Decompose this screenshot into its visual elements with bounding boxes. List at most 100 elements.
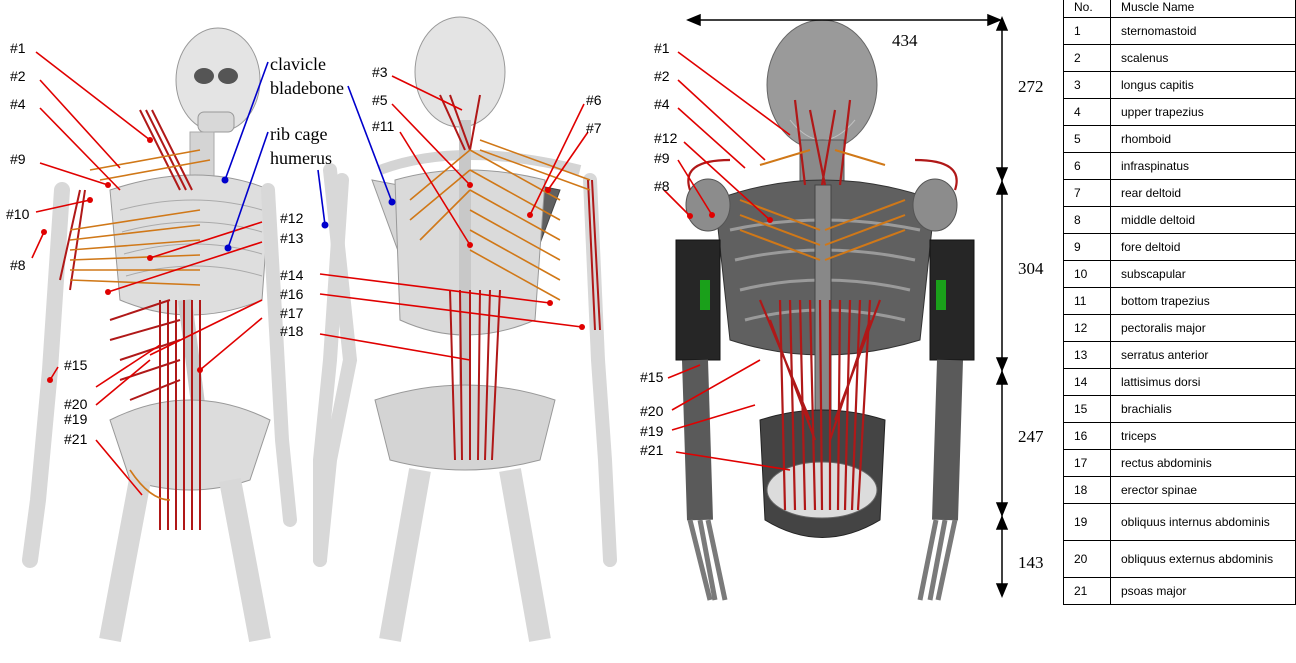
label-front-13: #13 <box>280 230 304 246</box>
table-row: 1sternomastoid <box>1064 18 1296 45</box>
muscle-name: bottom trapezius <box>1111 288 1296 315</box>
label-front-16: #16 <box>280 286 304 302</box>
robot-right-shoulder <box>913 179 957 231</box>
label-front-18: #18 <box>280 323 304 339</box>
label-front-15: #15 <box>64 357 88 373</box>
muscle-name: infraspinatus <box>1111 153 1296 180</box>
label-front-10: #10 <box>6 206 30 222</box>
muscle-number: 4 <box>1064 99 1111 126</box>
label-robot-21: #21 <box>640 442 664 458</box>
label-front-14: #14 <box>280 267 304 283</box>
label-front-4: #4 <box>10 96 26 112</box>
muscle-name: scalenus <box>1111 45 1296 72</box>
label-front-12: #12 <box>280 210 304 226</box>
back-pelvis <box>375 385 555 470</box>
muscle-name: rectus abdominis <box>1111 450 1296 477</box>
label-front-17: #17 <box>280 305 304 321</box>
muscle-number: 21 <box>1064 578 1111 605</box>
muscle-number: 1 <box>1064 18 1111 45</box>
dim-chest: 304 <box>1018 259 1044 278</box>
muscle-number: 15 <box>1064 396 1111 423</box>
muscle-name: pectoralis major <box>1111 315 1296 342</box>
label-robot-15: #15 <box>640 369 664 385</box>
label-front-21: #21 <box>64 431 88 447</box>
muscle-name: upper trapezius <box>1111 99 1296 126</box>
muscle-name: erector spinae <box>1111 477 1296 504</box>
table-row: 2scalenus <box>1064 45 1296 72</box>
muscle-number: 16 <box>1064 423 1111 450</box>
label-back-6: #6 <box>586 92 602 108</box>
muscle-number: 6 <box>1064 153 1111 180</box>
label-front-2: #2 <box>10 68 26 84</box>
muscle-number: 13 <box>1064 342 1111 369</box>
label-front-20: #20 <box>64 396 88 412</box>
robot <box>676 20 974 600</box>
column-header-no: No. <box>1064 0 1111 18</box>
muscle-name: lattisimus dorsi <box>1111 369 1296 396</box>
robot-left-shoulder <box>686 179 730 231</box>
label-front-19: #19 <box>64 411 88 427</box>
label-front-1: #1 <box>10 40 26 56</box>
label-back-7: #7 <box>586 120 602 136</box>
robot-left-forearm <box>695 360 700 520</box>
muscle-name: rhomboid <box>1111 126 1296 153</box>
front-right-arm <box>30 190 62 560</box>
muscle-number: 14 <box>1064 369 1111 396</box>
table-row: 16triceps <box>1064 423 1296 450</box>
muscle-name: sternomastoid <box>1111 18 1296 45</box>
table-header-row: No. Muscle Name <box>1064 0 1296 18</box>
muscle-name: psoas major <box>1111 578 1296 605</box>
muscle-number: 20 <box>1064 541 1111 578</box>
muscle-number: 10 <box>1064 261 1111 288</box>
label-robot-19: #19 <box>640 423 664 439</box>
label-robot-2: #2 <box>654 68 670 84</box>
muscle-number: 18 <box>1064 477 1111 504</box>
label-robot-4: #4 <box>654 96 670 112</box>
musculoskeletal-figure: #1 #2 #4 #9 #10 #8 #12 #13 #14 #16 #17 #… <box>0 0 1060 663</box>
label-back-11: #11 <box>372 118 395 134</box>
muscle-number: 2 <box>1064 45 1111 72</box>
muscle-name: subscapular <box>1111 261 1296 288</box>
label-front-9: #9 <box>10 151 26 167</box>
muscle-name: fore deltoid <box>1111 234 1296 261</box>
muscle-name: longus capitis <box>1111 72 1296 99</box>
column-header-name: Muscle Name <box>1111 0 1296 18</box>
label-robot-9: #9 <box>654 150 670 166</box>
muscle-number: 9 <box>1064 234 1111 261</box>
dim-width: 434 <box>892 31 918 50</box>
muscle-number: 7 <box>1064 180 1111 207</box>
label-rib-cage: rib cage <box>270 124 327 144</box>
label-back-3: #3 <box>372 64 388 80</box>
muscle-number: 3 <box>1064 72 1111 99</box>
muscle-name: serratus anterior <box>1111 342 1296 369</box>
muscle-number: 17 <box>1064 450 1111 477</box>
label-robot-1: #1 <box>654 40 670 56</box>
muscle-number: 12 <box>1064 315 1111 342</box>
robot-left-upper-arm <box>676 240 720 360</box>
dim-head: 272 <box>1018 77 1044 96</box>
label-front-8: #8 <box>10 257 26 273</box>
back-skull <box>415 17 505 127</box>
label-clavicle: clavicle <box>270 54 326 74</box>
bone-labels: clavicle bladebone rib cage humerus <box>270 54 344 168</box>
muscle-name: middle deltoid <box>1111 207 1296 234</box>
label-humerus: humerus <box>270 148 332 168</box>
muscle-number: 11 <box>1064 288 1111 315</box>
muscle-name: rear deltoid <box>1111 180 1296 207</box>
dim-pelvis: 143 <box>1018 553 1044 572</box>
